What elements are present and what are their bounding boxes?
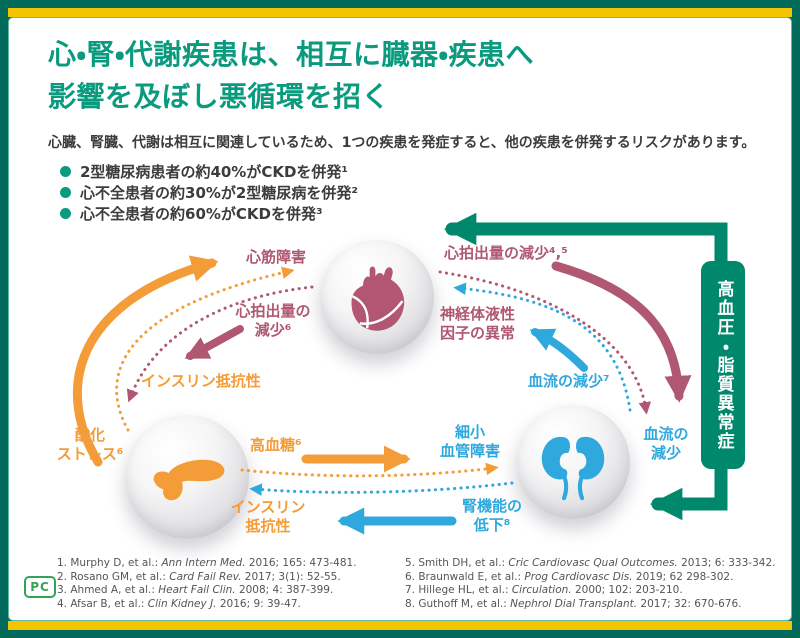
pc-badge: PC [24,576,56,598]
reference-item: 5. Smith DH, et al.: Cric Cardiovasc Qua… [405,557,790,571]
ref-detail: 2017; 3(1): 52-55. [241,570,341,583]
bottom-yellow-stripe [8,621,792,630]
ref-detail: 2000; 102: 203-210. [571,584,683,596]
arrow-pancreas-to-kidney-dashed [240,462,499,478]
ureter-right [577,473,585,501]
intro-text: 心臓、腎臓、代謝は相互に関連しているため、1つの疾患を発症すると、他の疾患を併発… [48,135,756,151]
hypertension-dyslipidemia-label: 高血圧・脂質異常症 [713,279,734,451]
ref-journal: Heart Fail Clin. [158,584,236,596]
reference-item: 4. Afsar B, et al.: Clin Kidney J. 2016;… [57,598,402,612]
ref-citation: 6. Braunwald E, et al.: [405,570,525,583]
kidney-left [541,436,570,480]
label-hyperglycemia: 高血糖⁶ [250,436,302,454]
ref-citation: 4. Afsar B, et al.: [57,597,148,610]
label-cardiac-output-decrease-left: 心拍出量の 減少⁶ [235,302,311,339]
hypertension-dyslipidemia-bar: 高血圧・脂質異常症 [701,261,745,469]
ref-journal: Card Fail Rev. [169,570,242,583]
bullet-dot-icon [60,208,71,219]
bullet-dot-icon [60,187,71,198]
reference-item: 7. Hillege HL, et al.: Circulation. 2000… [405,584,790,598]
label-neurohumoral-factor-abnormality: 神経体液性 因子の異常 [440,305,516,342]
heart-line-2 [359,300,404,325]
page-title-line2: 影響を及ぼし悪循環を招く [48,80,391,113]
ref-journal: Ann Intern Med. [161,557,246,569]
reference-item: 1. Murphy D, et al.: Ann Intern Med. 201… [57,557,402,571]
ref-journal: Cric Cardiovasc Qual Outcomes. [508,557,678,569]
pancreas-shape [154,460,225,501]
reference-item: 6. Braunwald E, et al.: Prog Cardiovasc … [405,571,790,585]
arrow-kidney-to-heart-solid [529,328,588,372]
ref-citation: 8. Guthoff M, et al.: [405,597,511,610]
ref-journal: Circulation. [511,584,572,596]
ref-citation: 5. Smith DH, et al.: [405,557,509,569]
ref-journal: Clin Kidney J. [147,597,217,610]
ref-detail: 2016; 9: 39-47. [216,597,301,610]
arrow-kidney-to-pancreas-dashed [249,481,514,496]
reference-list-left: 1. Murphy D, et al.: Ann Intern Med. 201… [57,557,402,611]
reference-item: 8. Guthoff M, et al.: Nephrol Dial Trans… [405,598,790,612]
label-insulin-resistance-bottom: インスリン 抵抗性 [230,498,306,535]
list-item-text: 2型糖尿病患者の約40%がCKDを併発¹ [80,163,348,181]
page-title-line1: 心・腎・代謝疾患は、相互に臓器・疾患へ [48,38,535,71]
ref-detail: 2017; 32: 670-676. [637,597,742,610]
top-yellow-stripe [8,8,792,17]
ref-citation: 7. Hillege HL, et al.: [405,584,512,596]
label-myocardial-damage: 心筋障害 [245,248,306,266]
ref-detail: 2016; 165: 473-481. [245,557,357,569]
page-title: 心・腎・代謝疾患は、相互に臓器・疾患へ 影響を及ぼし悪循環を招く [48,34,534,118]
reference-item: 2. Rosano GM, et al.: Card Fail Rev. 201… [57,571,402,585]
label-blood-flow-decrease-mid: 血流の減少⁷ [528,372,610,390]
ref-detail: 2008; 4: 387-399. [235,584,334,596]
list-item-text: 心不全患者の約60%がCKDを併発³ [80,205,323,223]
ref-detail: 2013; 6: 333-342. [677,557,776,569]
label-insulin-resistance-left: インスリン抵抗性 [141,372,261,390]
heart-organ-icon [351,266,405,331]
list-item: 心不全患者の約60%がCKDを併発³ [60,203,358,224]
kidneys-shape [541,436,605,501]
ureter-left [561,473,569,501]
heart-sphere [320,240,434,354]
ref-journal: Nephrol Dial Transplant. [510,597,638,610]
arrow-pancreas-to-heart-dashed [115,266,295,432]
reference-item: 3. Ahmed A, et al.: Heart Fail Clin. 200… [57,584,402,598]
label-microvascular-damage: 細小 血管障害 [439,423,500,460]
label-renal-function-decline: 腎機能の 低下⁸ [461,497,522,534]
ref-citation: 1. Murphy D, et al.: [57,557,162,569]
ref-journal: Prog Cardiovasc Dis. [524,570,633,583]
label-cardiac-output-decrease-right: 心拍出量の減少⁴,⁵ [444,244,568,262]
label-blood-flow-decrease-right: 血流の 減少 [643,425,689,462]
label-oxidative-stress: 酸化 ストレス⁶ [56,426,124,463]
bullet-dot-icon [60,166,71,177]
list-item: 2型糖尿病患者の約40%がCKDを併発¹ [60,161,358,182]
ref-detail: 2019; 62 298-302. [632,570,734,583]
list-item-text: 心不全患者の約30%が2型糖尿病を併発² [80,184,358,202]
ref-citation: 2. Rosano GM, et al.: [57,570,170,583]
pancreas-organ-icon [154,460,225,501]
ref-citation: 3. Ahmed A, et al.: [57,584,159,596]
list-item: 心不全患者の約30%が2型糖尿病を併発² [60,182,358,203]
reference-list-right: 5. Smith DH, et al.: Cric Cardiovasc Qua… [405,557,790,611]
kidneys-organ-icon [541,436,605,501]
kidney-right [575,436,605,480]
key-facts-list: 2型糖尿病患者の約40%がCKDを併発¹ 心不全患者の約30%が2型糖尿病を併発… [60,161,358,224]
